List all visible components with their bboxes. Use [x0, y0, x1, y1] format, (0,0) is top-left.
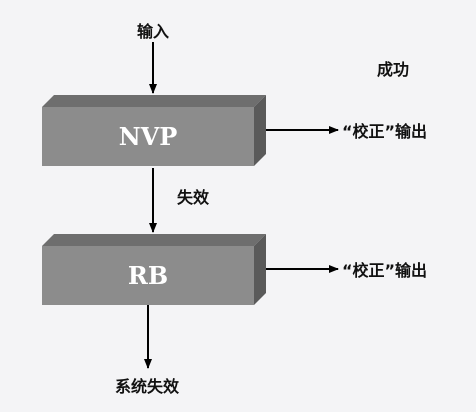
rb-block-top — [42, 234, 266, 246]
nvp-block-side — [254, 95, 266, 166]
nvp-block: NVP — [42, 95, 266, 166]
input-label: 输入 — [137, 22, 169, 41]
nvp-block-front — [42, 107, 254, 166]
system-failure-label: 系统失效 — [115, 377, 179, 396]
rb-label: RB — [128, 261, 168, 290]
nvp-output-label: “校正”输出 — [342, 122, 427, 141]
rb-block: RB — [42, 234, 266, 305]
nvp-block-top — [42, 95, 266, 107]
nvp-label: NVP — [119, 122, 178, 151]
rb-block-front — [42, 246, 254, 305]
failure-label: 失效 — [177, 188, 209, 207]
rb-block-side — [254, 234, 266, 305]
rb-output-label: “校正”输出 — [342, 261, 427, 280]
success-label: 成功 — [377, 60, 409, 79]
